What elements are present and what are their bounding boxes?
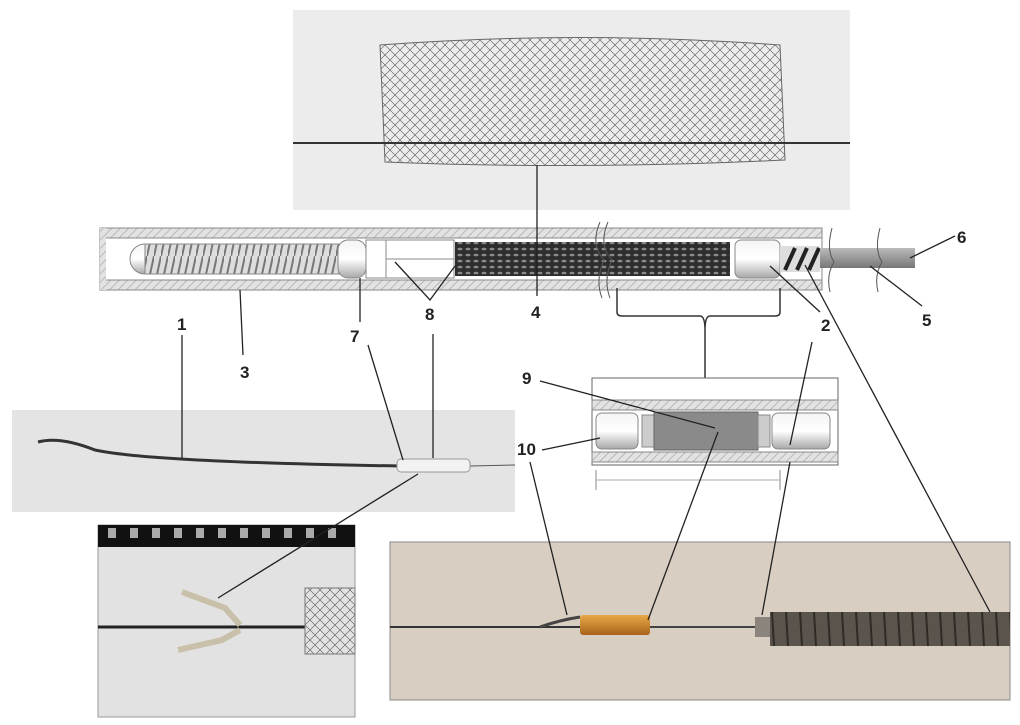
guidewire-photo	[12, 410, 516, 512]
device-photo	[389, 541, 1011, 701]
leader-lines	[181, 165, 991, 621]
label-10: 10	[517, 440, 536, 459]
label-6: 6	[957, 228, 966, 247]
label-3: 3	[240, 363, 249, 382]
label-8: 8	[425, 305, 434, 324]
label-4: 4	[531, 303, 541, 322]
stent-photo	[293, 10, 850, 210]
zoom-bracket	[616, 288, 781, 378]
delivery-system-schematic	[99, 221, 915, 299]
label-7: 7	[350, 327, 359, 346]
label-2: 2	[821, 316, 830, 335]
label-5: 5	[922, 311, 931, 330]
label-9: 9	[522, 369, 531, 388]
label-1: 1	[177, 315, 186, 334]
enlarged-detail	[591, 377, 839, 490]
tip-closeup-photo	[97, 524, 356, 718]
